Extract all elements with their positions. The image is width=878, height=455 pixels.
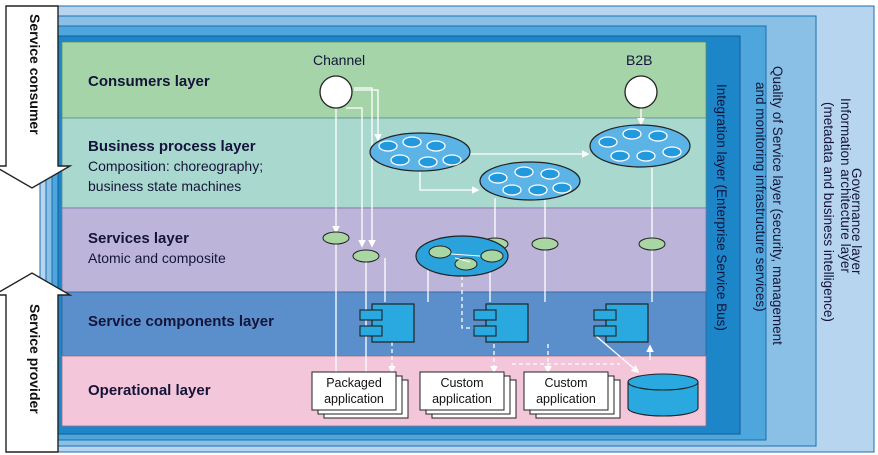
- services-layer-band: [61, 207, 707, 293]
- qos-layer-label-2: and monitoring infrastructure services): [753, 82, 768, 312]
- service-consumer-label: Service consumer: [27, 14, 43, 135]
- info-layer-label-1: Information architecture layer: [838, 98, 853, 273]
- service-provider-label: Service provider: [27, 304, 43, 414]
- qos-layer-label-1: Quality of Service layer (security, mana…: [770, 66, 785, 345]
- b2b-consumer-node: [624, 75, 658, 109]
- connectors: [332, 87, 654, 376]
- consumers-layer-title: Consumers layer: [88, 73, 210, 90]
- service-node: [531, 237, 559, 251]
- service-provider-arrow: [0, 272, 73, 453]
- business-process-subtitle-2: business state machines: [88, 178, 241, 194]
- service-components-layer-title: Service components layer: [88, 313, 274, 330]
- services-layer-title: Services layer: [88, 230, 189, 247]
- service-component-3: [593, 303, 649, 343]
- service-component-1: [359, 303, 415, 343]
- service-node: [638, 237, 666, 251]
- composite-service: [415, 235, 509, 277]
- consumers-layer-band: [61, 41, 707, 119]
- service-consumer-arrow: [0, 5, 73, 189]
- business-process-layer-title: Business process layer: [88, 138, 256, 155]
- packaged-app-line1: Packaged: [326, 376, 382, 390]
- service-node: [352, 249, 380, 263]
- services-layer-subtitle: Atomic and composite: [88, 250, 226, 266]
- info-layer-label-2: (metadata and business intelligence): [821, 102, 836, 322]
- service-component-2: [473, 303, 529, 343]
- custom-app1-line2: application: [432, 392, 492, 406]
- packaged-app-line2: application: [324, 392, 384, 406]
- channel-consumer-node: [319, 75, 353, 109]
- business-process-subtitle-1: Composition: choreography;: [88, 158, 263, 174]
- packaged-application: Packaged application: [311, 371, 409, 419]
- business-process-2: [479, 161, 581, 201]
- business-process-3: [589, 124, 691, 168]
- channel-label: Channel: [313, 52, 365, 68]
- custom-app2-line1: Custom: [544, 376, 587, 390]
- b2b-label: B2B: [626, 52, 652, 68]
- custom-app2-line2: application: [536, 392, 596, 406]
- service-node: [322, 231, 350, 245]
- integration-layer-label: Integration layer (Enterprise Service Bu…: [714, 84, 729, 331]
- custom-application-2: Custom application: [523, 371, 621, 419]
- governance-layer-label: Governance layer: [849, 168, 864, 275]
- operational-layer-title: Operational layer: [88, 382, 211, 399]
- custom-app1-line1: Custom: [440, 376, 483, 390]
- database-icon: [627, 373, 699, 417]
- custom-application-1: Custom application: [419, 371, 517, 419]
- business-process-1: [369, 132, 471, 172]
